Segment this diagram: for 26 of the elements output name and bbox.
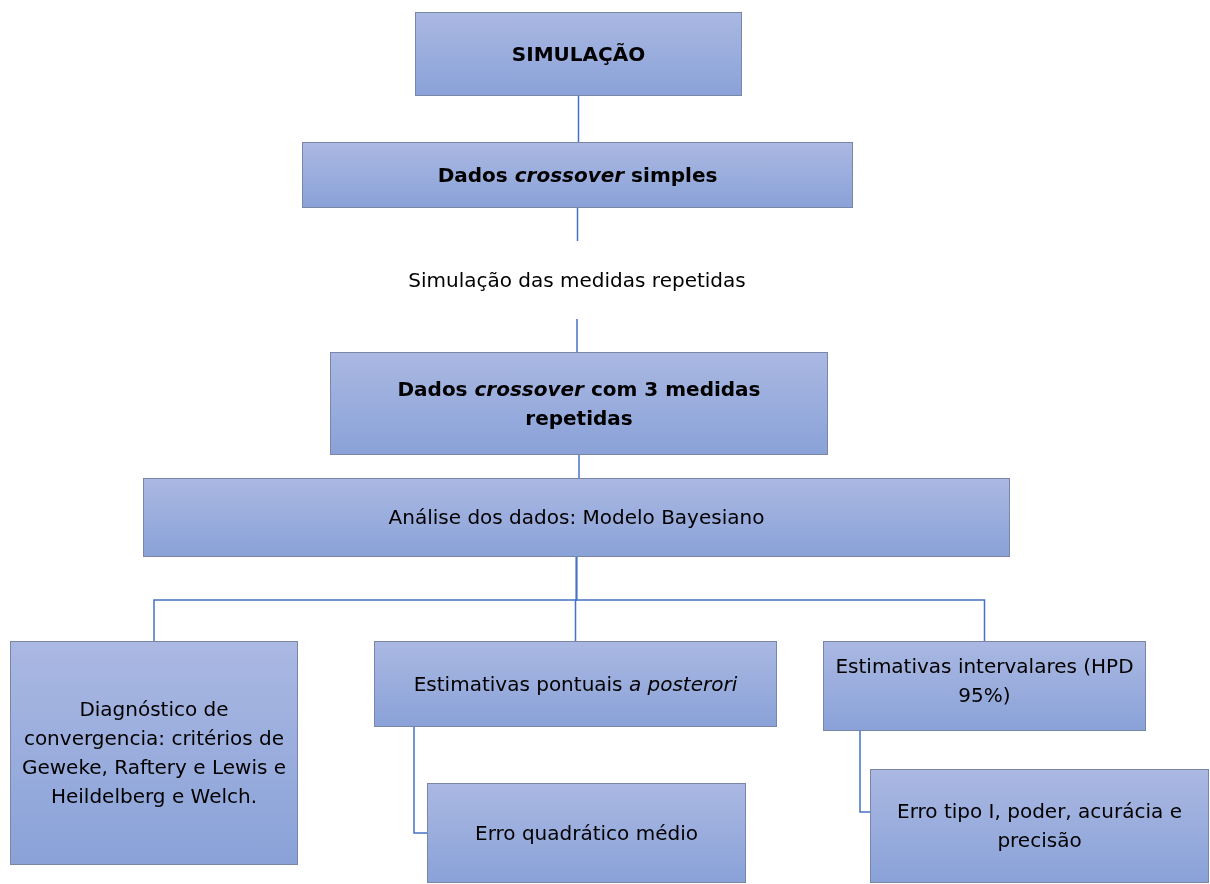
process-box [415, 12, 742, 96]
box-label: Dados crossover com 3 medidas repetidas [396, 375, 762, 432]
connector-line [577, 95, 580, 143]
process-box [374, 641, 777, 727]
process-box [823, 641, 1146, 731]
box-label: Erro quadrático médio [475, 819, 698, 847]
box-label: SIMULAÇÃO [511, 40, 646, 68]
connector-line [576, 207, 579, 242]
box-label: Diagnóstico de convergencia: critérios de Geweke, Raftery e Lewis e Heildelberg e Welch. [21, 696, 287, 810]
box-label: Dados crossover simples [437, 161, 718, 189]
process-box [330, 352, 828, 455]
connector-line [576, 318, 578, 353]
process-box [870, 769, 1209, 883]
connector-line [413, 726, 428, 834]
process-box [302, 142, 853, 208]
connector-line [575, 556, 986, 642]
step-label: Simulação das medidas repetidas [408, 266, 746, 294]
process-box [10, 641, 298, 865]
connector-line [578, 454, 580, 479]
box-label: Estimativas pontuais a posterori [413, 670, 738, 698]
connector-line [859, 730, 871, 813]
process-box [427, 783, 746, 883]
box-label: Análise dos dados: Modelo Bayesiano [388, 504, 765, 531]
box-label: Estimativas intervalares (HPD 95%) [834, 653, 1135, 709]
process-box [143, 478, 1010, 557]
box-label: Erro tipo I, poder, acurácia e precisão [896, 798, 1183, 854]
